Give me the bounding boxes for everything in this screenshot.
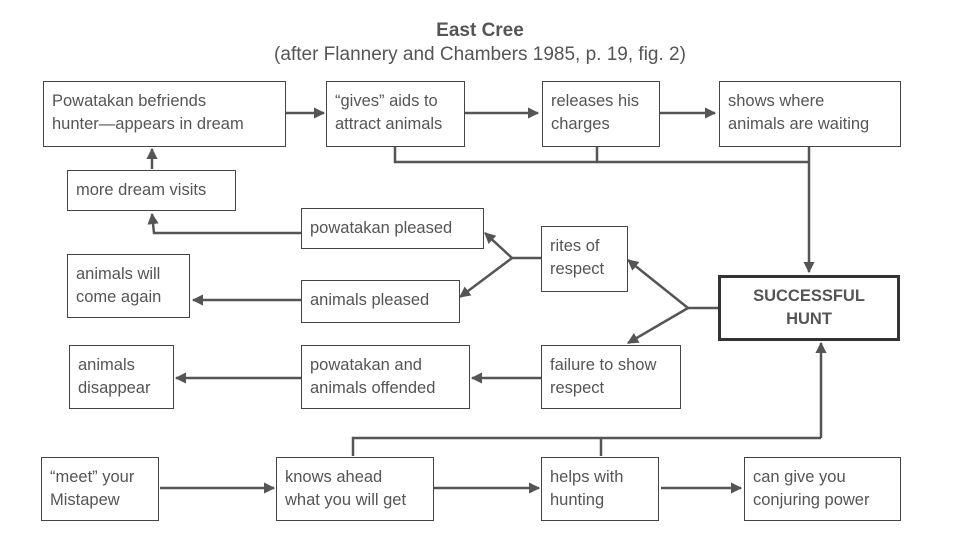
- node-successful-hunt: SUCCESSFUL HUNT: [718, 275, 900, 341]
- node-shows-where: shows where animals are waiting: [719, 81, 901, 147]
- arrow-rites-to-powatakan-pleased: [484, 232, 513, 259]
- node-conjuring-power: can give you conjuring power: [744, 457, 901, 521]
- connector-top-row: [393, 147, 809, 164]
- node-offended: powatakan and animals offended: [301, 345, 470, 409]
- diagram-subtitle: (after Flannery and Chambers 1985, p. 19…: [274, 44, 686, 65]
- arrow-rites-to-animals-pleased: [459, 257, 513, 298]
- node-animals-pleased: animals pleased: [301, 280, 460, 323]
- node-gives-aids: “gives” aids to attract animals: [326, 81, 465, 147]
- arrow-hunt-to-rites: [627, 259, 689, 309]
- diagram-title: East Cree: [436, 20, 524, 41]
- node-knows-ahead: knows ahead what you will get: [276, 457, 434, 521]
- node-powatakan-pleased: powatakan pleased: [301, 208, 484, 249]
- node-animals-will-come-again: animals will come again: [67, 254, 190, 318]
- node-animals-disappear: animals disappear: [69, 345, 174, 409]
- node-more-dream-visits: more dream visits: [67, 170, 236, 211]
- arrow-pleased-to-dream: [147, 212, 301, 235]
- node-powatakan-befriends: Powatakan befriends hunter—appears in dr…: [43, 81, 286, 147]
- node-meet-mistapew: “meet” your Mistapew: [41, 457, 159, 521]
- node-failure-to-show-respect: failure to show respect: [541, 345, 681, 409]
- node-releases-charges: releases his charges: [542, 81, 660, 147]
- node-rites-of-respect: rites of respect: [541, 226, 628, 292]
- arrow-hunt-to-failure: [627, 306, 689, 345]
- connector-bottom-row: [351, 436, 821, 456]
- node-helps-with-hunting: helps with hunting: [541, 457, 659, 521]
